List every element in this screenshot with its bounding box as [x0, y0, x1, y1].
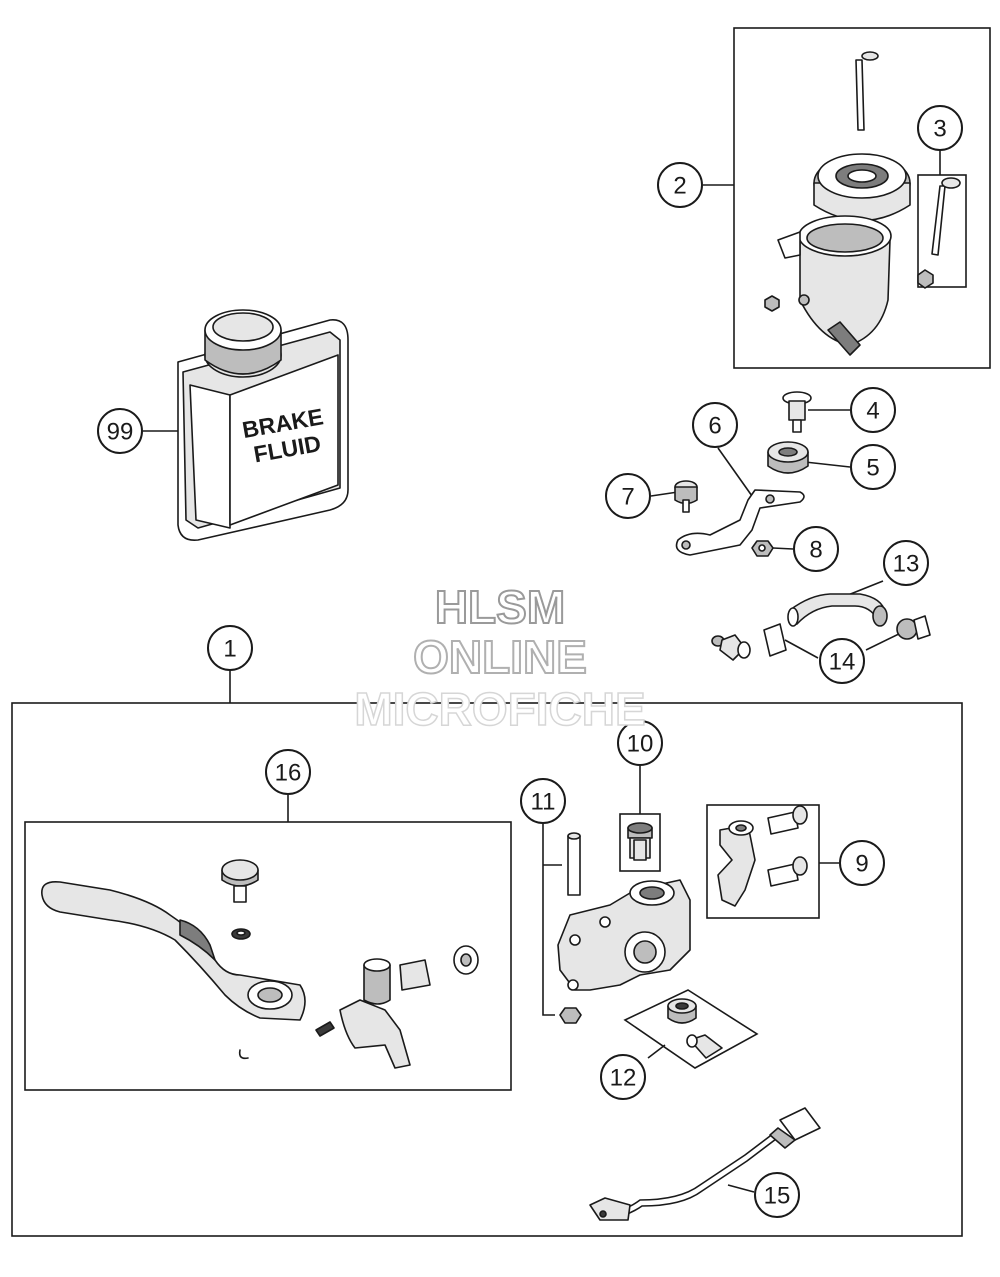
callout-99: 99	[97, 408, 143, 454]
callout-1: 1	[207, 625, 253, 671]
callout-2: 2	[657, 162, 703, 208]
bracket-screw-part	[782, 391, 812, 433]
hose-fitting-part	[711, 615, 931, 661]
master-cylinder-body-part	[557, 832, 691, 1024]
svg-text:11: 11	[531, 789, 556, 816]
watermark-line3: MICROFICHE	[354, 682, 647, 736]
svg-text:14: 14	[829, 649, 856, 676]
reservoir-screw-part	[855, 51, 879, 131]
brake-lever-part	[41, 880, 306, 1021]
svg-text:5: 5	[866, 455, 879, 482]
reservoir-group-frame	[733, 27, 991, 369]
callout-15: 15	[754, 1172, 800, 1218]
leader-lines	[143, 150, 941, 1193]
svg-text:4: 4	[866, 398, 879, 425]
svg-text:99: 99	[107, 419, 134, 446]
svg-text:9: 9	[855, 851, 868, 878]
callout-3: 3	[917, 105, 963, 151]
watermark-line1: HLSM	[434, 580, 566, 634]
brake-light-switch-part	[589, 1107, 821, 1221]
lever-kit-frame	[24, 821, 512, 1091]
lever-pivot-part	[238, 945, 479, 1069]
callout-12: 12	[600, 1054, 646, 1100]
callout-10: 10	[617, 720, 663, 766]
bracket-nut-part	[751, 540, 774, 557]
brake-hose-part	[787, 593, 888, 627]
cap-screw-part	[917, 177, 961, 289]
svg-text:7: 7	[621, 484, 634, 511]
clamp-kit-frame	[706, 804, 820, 919]
grommet-part	[767, 441, 809, 474]
bracket-bolt-part	[674, 480, 698, 513]
callout-14: 14	[819, 638, 865, 684]
mounting-bracket-part	[675, 489, 805, 556]
svg-text:6: 6	[708, 413, 721, 440]
reservoir-cap-part	[813, 153, 911, 222]
brake-fluid-can-part	[177, 309, 349, 542]
reservoir-body-part	[764, 215, 892, 356]
master-cylinder-assembly-frame	[11, 702, 963, 1237]
callout-8: 8	[793, 526, 839, 572]
banjo-seal-part	[667, 998, 723, 1059]
piston-rod-part	[633, 839, 647, 861]
svg-text:3: 3	[933, 116, 946, 143]
screw-kit-frame	[917, 174, 967, 288]
callout-13: 13	[883, 540, 929, 586]
callout-9: 9	[839, 840, 885, 886]
svg-text:13: 13	[893, 551, 920, 578]
svg-text:16: 16	[275, 760, 302, 787]
svg-text:1: 1	[223, 636, 236, 663]
svg-text:15: 15	[764, 1183, 791, 1210]
callout-5: 5	[850, 444, 896, 490]
svg-text:8: 8	[809, 537, 822, 564]
watermark-line2: ONLINE	[412, 630, 588, 684]
handlebar-clamp-part	[717, 805, 808, 907]
svg-text:2: 2	[673, 173, 686, 200]
svg-text:10: 10	[627, 731, 654, 758]
callout-4: 4	[850, 387, 896, 433]
callout-11: 11	[520, 778, 566, 824]
callout-16: 16	[265, 749, 311, 795]
callout-7: 7	[605, 473, 651, 519]
banjo-kit-frame	[623, 989, 759, 1069]
adjuster-knob-part	[221, 859, 259, 940]
svg-text:12: 12	[610, 1065, 637, 1092]
callout-6: 6	[692, 402, 738, 448]
